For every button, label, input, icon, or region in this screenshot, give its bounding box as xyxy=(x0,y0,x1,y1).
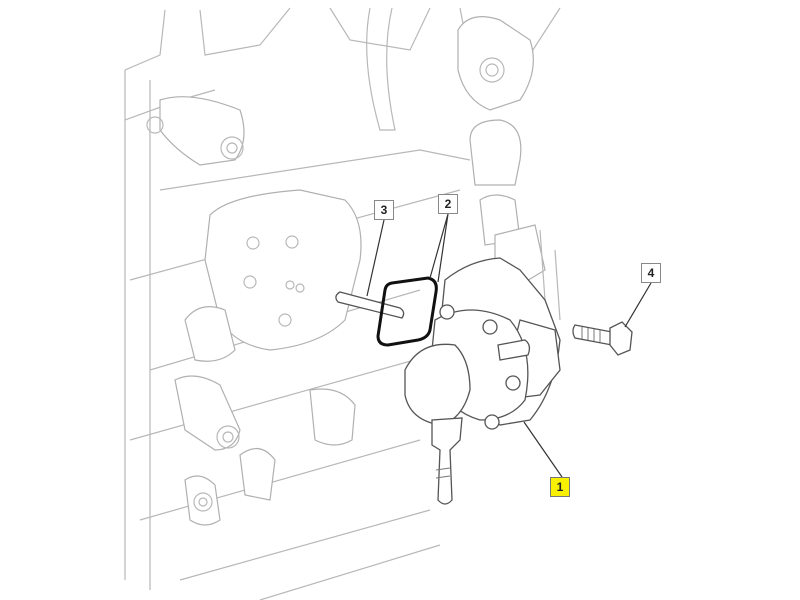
callout-1[interactable]: 1 xyxy=(550,477,570,497)
callout-2[interactable]: 2 xyxy=(438,194,458,214)
callout-4[interactable]: 4 xyxy=(641,263,661,283)
bolt-part-4 xyxy=(572,321,633,356)
pump-part-1 xyxy=(404,257,561,505)
leader-line-4 xyxy=(624,282,652,328)
engine-block-background xyxy=(124,7,561,600)
seal-ring-part-2 xyxy=(376,276,438,347)
leader-line-1 xyxy=(523,421,563,478)
callout-3[interactable]: 3 xyxy=(374,200,394,220)
leader-line-2 xyxy=(429,213,449,283)
leader-line-3 xyxy=(366,219,385,297)
dowel-pin-part-3 xyxy=(335,291,405,319)
